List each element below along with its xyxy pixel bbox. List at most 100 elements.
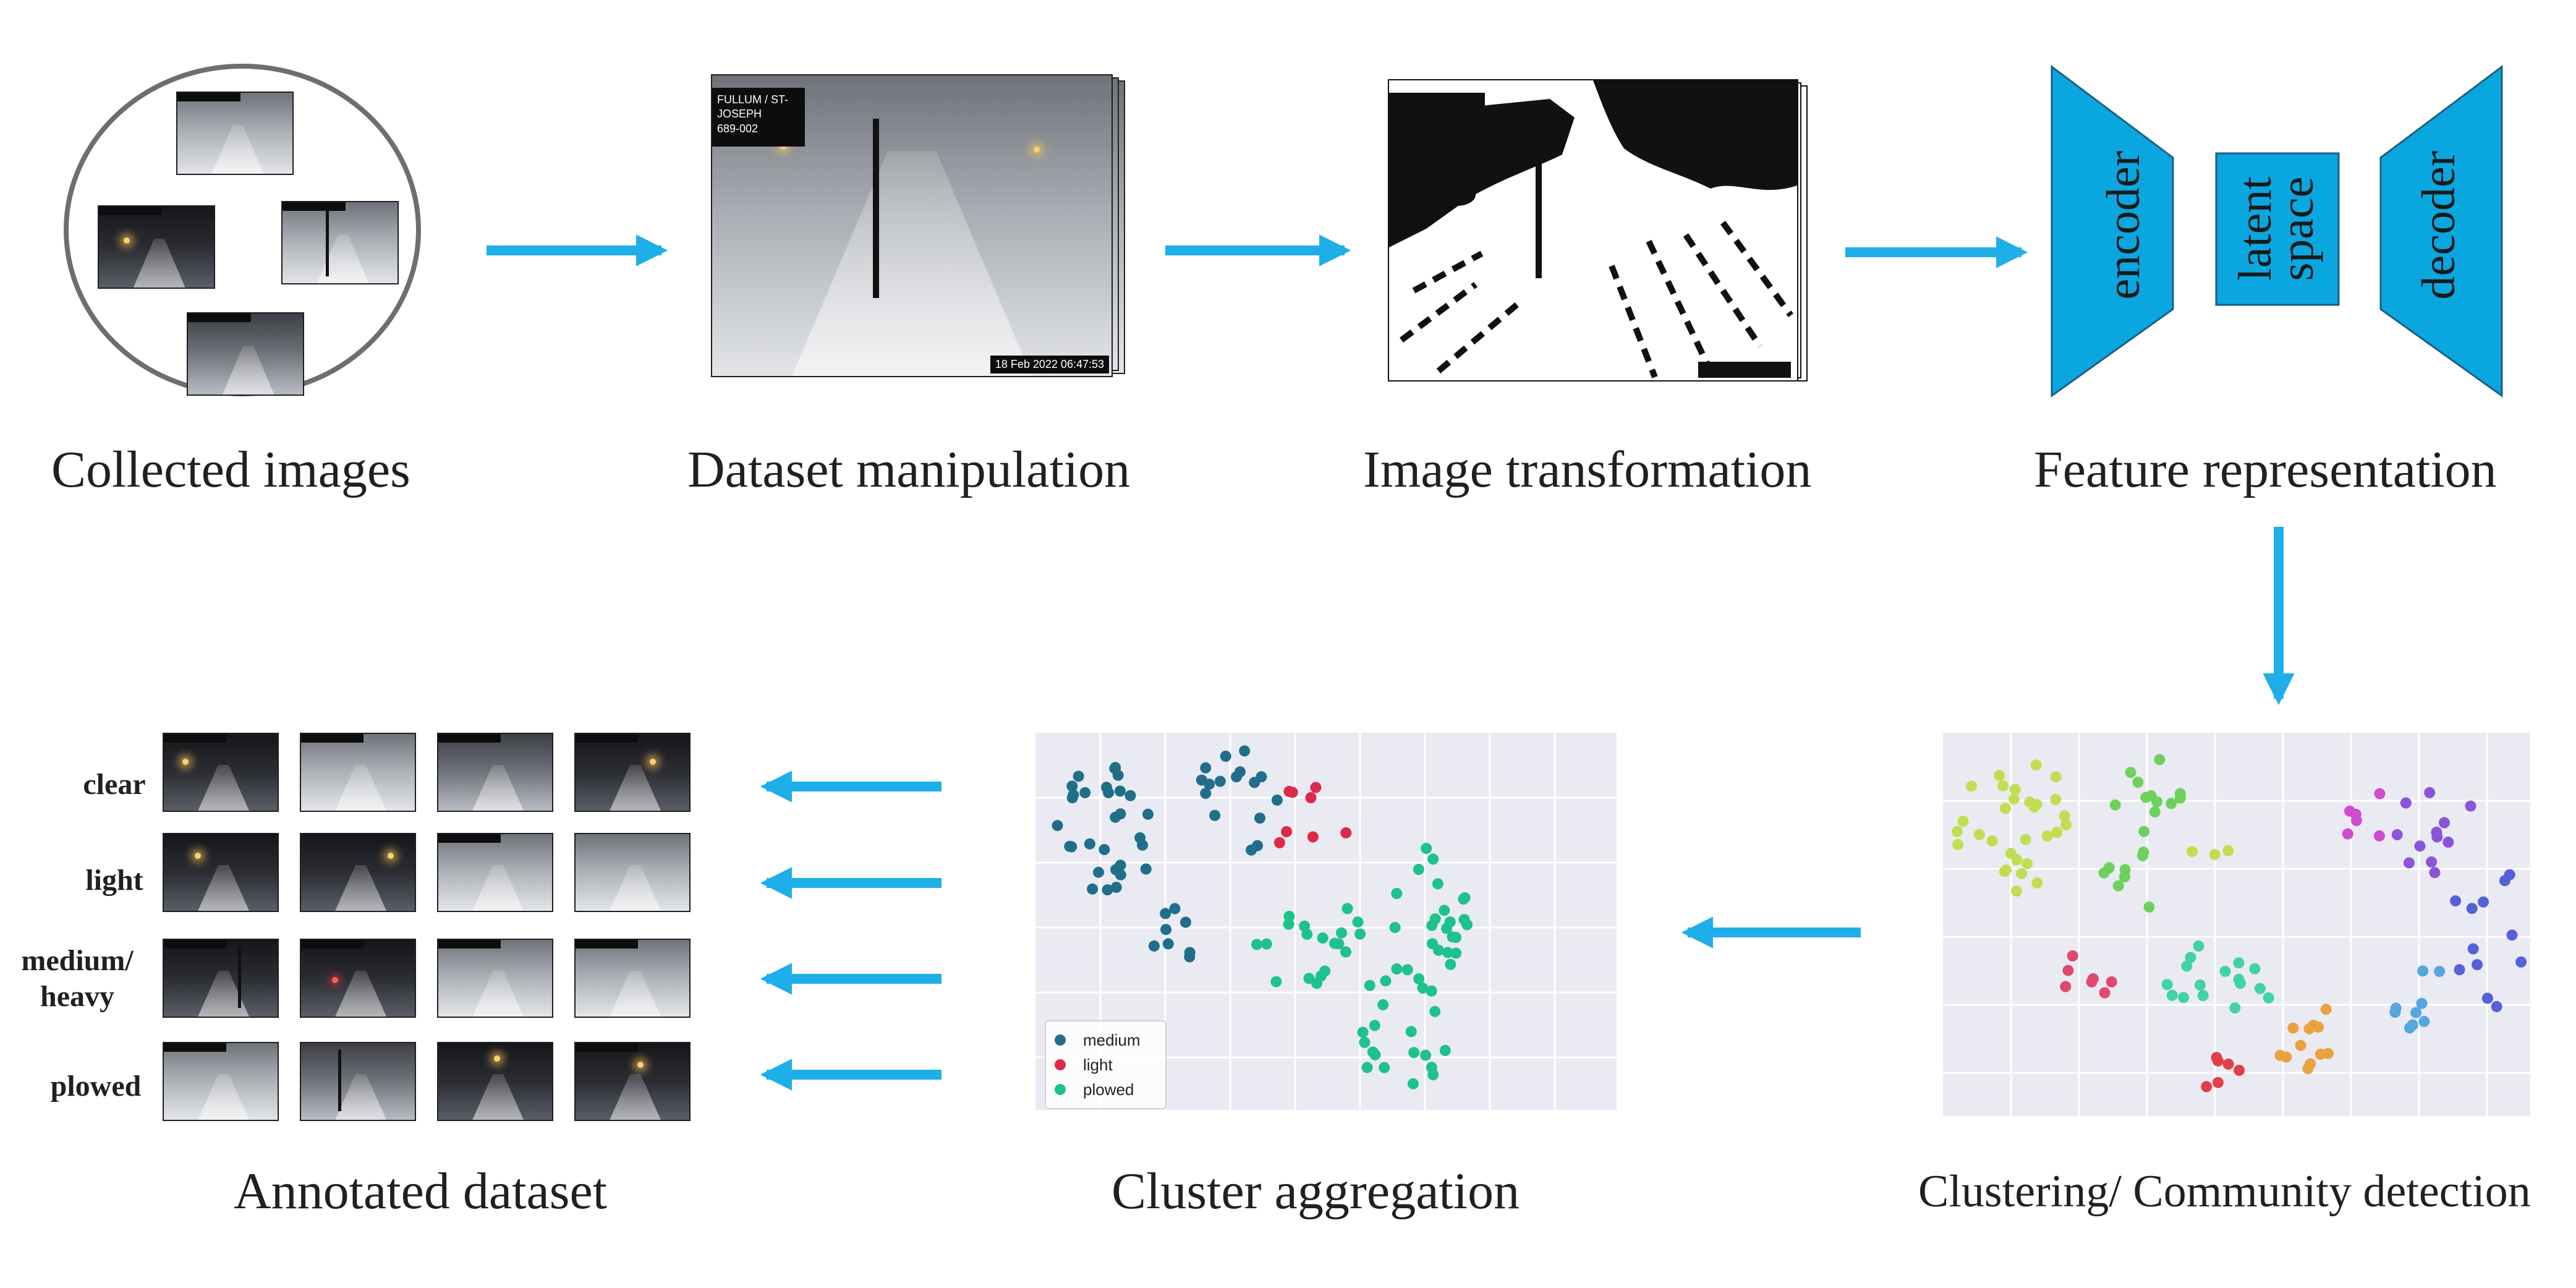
camera-image-icon [300, 939, 416, 1018]
scatter-point [1352, 916, 1364, 928]
scatter-point [1310, 782, 1322, 793]
scatter-point [2281, 1051, 2292, 1063]
scatter-point [1066, 841, 1078, 853]
scatter-point [1319, 965, 1331, 977]
scatter-point [2478, 896, 2489, 908]
scatter-point [1426, 919, 1438, 931]
scatter-point [1447, 931, 1458, 943]
binary-image-graphic [1389, 80, 1797, 378]
scatter-point [2166, 798, 2177, 809]
scatter-point [2233, 957, 2245, 969]
scatter-point [2454, 964, 2465, 976]
scatter-point [1254, 812, 1265, 824]
scatter-point [1377, 999, 1389, 1010]
scatter-point [1391, 963, 1403, 975]
camera-image-icon [437, 733, 553, 812]
scatter-point [1251, 939, 1262, 950]
scatter-point [1305, 792, 1317, 803]
scatter-point [2295, 1039, 2306, 1051]
scatter-point [1307, 831, 1319, 843]
scatter-point [1966, 780, 1978, 792]
scatter-point [1441, 923, 1452, 934]
scatter-point [1180, 916, 1191, 928]
scatter-point [2087, 973, 2099, 984]
scatter-point [1110, 882, 1122, 893]
scatter-point [2119, 864, 2131, 876]
scatter-point [2143, 901, 2155, 913]
scatter-point [2098, 867, 2110, 879]
scatter-point [1235, 766, 1246, 778]
row-label-light: light [85, 864, 143, 897]
scatter-point [1439, 905, 1450, 916]
scatter-point [2374, 830, 2385, 842]
image-transformation-image [1388, 79, 1808, 382]
scatter-point [2149, 806, 2161, 818]
scatter-point [1317, 932, 1328, 944]
scatter-point [1110, 762, 1121, 774]
scatter-point [1073, 770, 1084, 782]
scatter-point [2193, 940, 2204, 952]
scatter-point [2174, 788, 2186, 800]
scatter-point [1169, 903, 1181, 915]
camera-location-text: FULLUM / ST-JOSEPH [717, 93, 789, 121]
scatter-point [1389, 922, 1401, 933]
caption-image-transformation: Image transformation [1363, 441, 1812, 498]
scatter-point [1364, 979, 1375, 991]
scatter-point [2197, 990, 2209, 1001]
scatter-point [2000, 803, 2012, 814]
collected-images-panel [62, 62, 423, 399]
scatter-point [2030, 759, 2042, 771]
scatter-point [1052, 820, 1063, 832]
scatter-point [2434, 966, 2446, 977]
scatter-point [1341, 903, 1353, 915]
scatter-point [2287, 1022, 2299, 1034]
scatter-point [1260, 938, 1272, 950]
scatter-point [2439, 817, 2450, 829]
scatter-point [2426, 856, 2438, 868]
scatter-point [1271, 794, 1283, 806]
scatter-point [1340, 946, 1351, 958]
scatter-point [1184, 947, 1196, 958]
scatter-point [1379, 1062, 1390, 1073]
scatter-point [1204, 778, 1215, 790]
scatter-point [2112, 880, 2124, 892]
scatter-point [2506, 929, 2518, 941]
camera-image-icon [163, 833, 279, 912]
camera-id-text: 689-002 [717, 122, 759, 135]
scatter-point [1359, 1036, 1371, 1048]
scatter-point [1209, 809, 1221, 821]
scatter-point [2060, 819, 2072, 830]
camera-image-icon [163, 733, 279, 812]
scatter-point [1458, 893, 1469, 905]
encoder-label: encoder [2097, 150, 2149, 300]
scatter-point [2201, 1081, 2213, 1093]
camera-image-icon [437, 1042, 553, 1121]
scatter-point [1994, 770, 2005, 781]
camera-image-icon [574, 1042, 691, 1121]
scatter-point [1220, 751, 1231, 762]
scatter-point [1361, 1062, 1373, 1073]
scatter-point [1421, 843, 1432, 854]
row-label-clear: clear [83, 768, 146, 801]
scatter-point [1952, 838, 1964, 850]
scatter-point [1420, 1049, 1431, 1061]
scatter-point [1124, 790, 1136, 801]
scatter-point [1283, 785, 1295, 797]
scatter-point [2305, 1058, 2316, 1070]
scatter-point [1142, 808, 1154, 820]
camera-image-icon [437, 939, 553, 1018]
scatter-point [2424, 787, 2436, 798]
legend-item-medium: medium [1055, 1028, 1157, 1052]
scatter-point [1087, 883, 1099, 895]
scatter-point [2154, 754, 2166, 766]
scatter-point [1299, 920, 1311, 932]
scatter-point [1407, 1078, 1419, 1090]
scatter-point [2320, 1004, 2332, 1015]
scatter-point [2212, 1055, 2224, 1067]
scatter-point [2389, 1007, 2401, 1018]
scatter-point [1427, 853, 1439, 865]
scatter-point [2222, 1058, 2234, 1070]
scatter-point [2466, 903, 2478, 915]
scatter-point [2050, 771, 2062, 783]
camera-timestamp-text: 18 Feb 2022 06:47:53 [990, 356, 1109, 373]
